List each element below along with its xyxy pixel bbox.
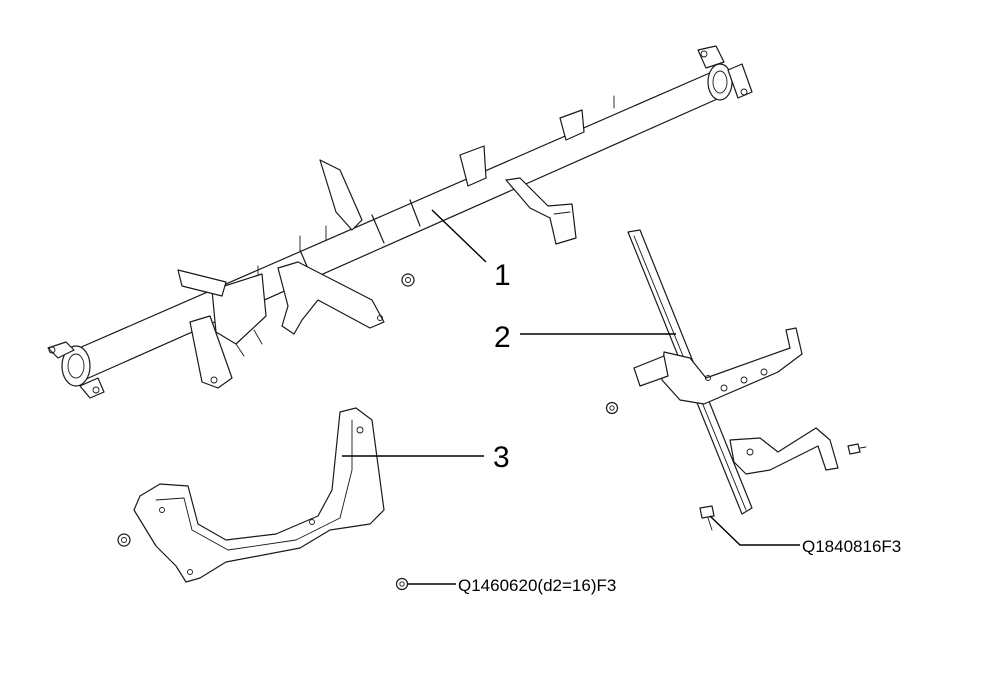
part-2-support-brace	[627, 229, 839, 515]
bolt-callout: Q1840816F3	[699, 505, 901, 556]
callout-2-label: 2	[494, 321, 511, 354]
nut-icon	[605, 401, 619, 415]
callout-2: 2	[494, 321, 676, 354]
part-1-cross-car-beam	[47, 45, 753, 399]
callout-3: 3	[342, 441, 510, 474]
bolt-part-code: Q1840816F3	[802, 537, 901, 556]
callout-1-label: 1	[494, 259, 511, 292]
callout-1-leader	[431, 209, 487, 263]
bolt-icon	[847, 443, 867, 455]
part-3-reinforcement-plate	[133, 407, 385, 583]
bolt-callout-leader	[709, 515, 800, 546]
nut-callout: Q1460620(d2=16)F3	[395, 576, 616, 595]
nut-icon	[117, 533, 131, 547]
nut-part-code: Q1460620(d2=16)F3	[458, 576, 616, 595]
nut-icon	[395, 577, 409, 591]
callout-3-label: 3	[493, 441, 510, 474]
callout-1: 1	[431, 209, 511, 292]
bolt-icon	[699, 505, 715, 531]
nut-icon	[401, 273, 415, 287]
